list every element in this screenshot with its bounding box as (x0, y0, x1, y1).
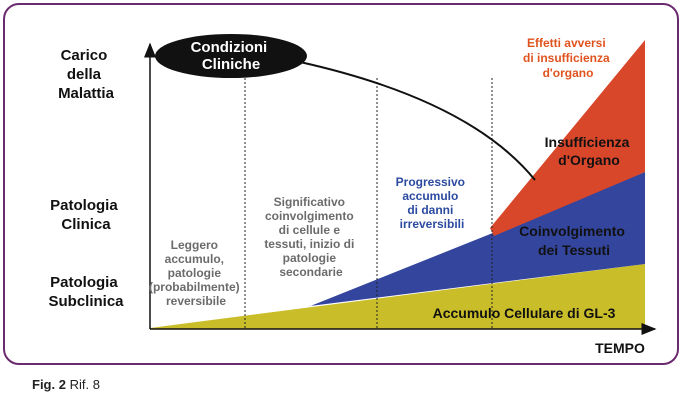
phase3-description: Progressivo accumulo di danni irreversib… (396, 175, 469, 231)
phase4-description: Effetti avversi di insufficienza d'organ… (523, 36, 613, 80)
disease-progression-diagram: Condizioni Cliniche Carico della Malatti… (48, 34, 657, 356)
figure-reference: Rif. 8 (69, 377, 100, 392)
y-label-subclinical-pathology: Patologia Subclinica (48, 274, 124, 310)
phase2-description: Significativo coinvolgimento di cellule … (264, 195, 357, 279)
phase1-description: Leggero accumulo, patologie (probabilmen… (149, 238, 243, 308)
y-label-disease-burden: Carico della Malattia (58, 47, 115, 102)
clinical-threshold-curve (299, 61, 536, 181)
area-label-tissue-involvement: Coinvolgimento dei Tessuti (519, 223, 629, 258)
bubble-label: Condizioni Cliniche (191, 39, 272, 73)
yellow-area (150, 264, 645, 329)
red-area (490, 40, 645, 236)
clinical-conditions-bubble (155, 34, 307, 78)
x-label-time: TEMPO (595, 340, 645, 356)
figure-caption: Fig. 2 Rif. 8 (32, 377, 100, 392)
area-label-organ-failure: Insufficienza d'Organo (545, 134, 634, 168)
y-label-clinical-pathology: Patologia Clinica (50, 197, 122, 233)
area-label-cellular-accumulation: Accumulo Cellulare di GL-3 (433, 305, 616, 321)
figure-number: Fig. 2 (32, 377, 66, 392)
figure-frame (3, 3, 679, 365)
